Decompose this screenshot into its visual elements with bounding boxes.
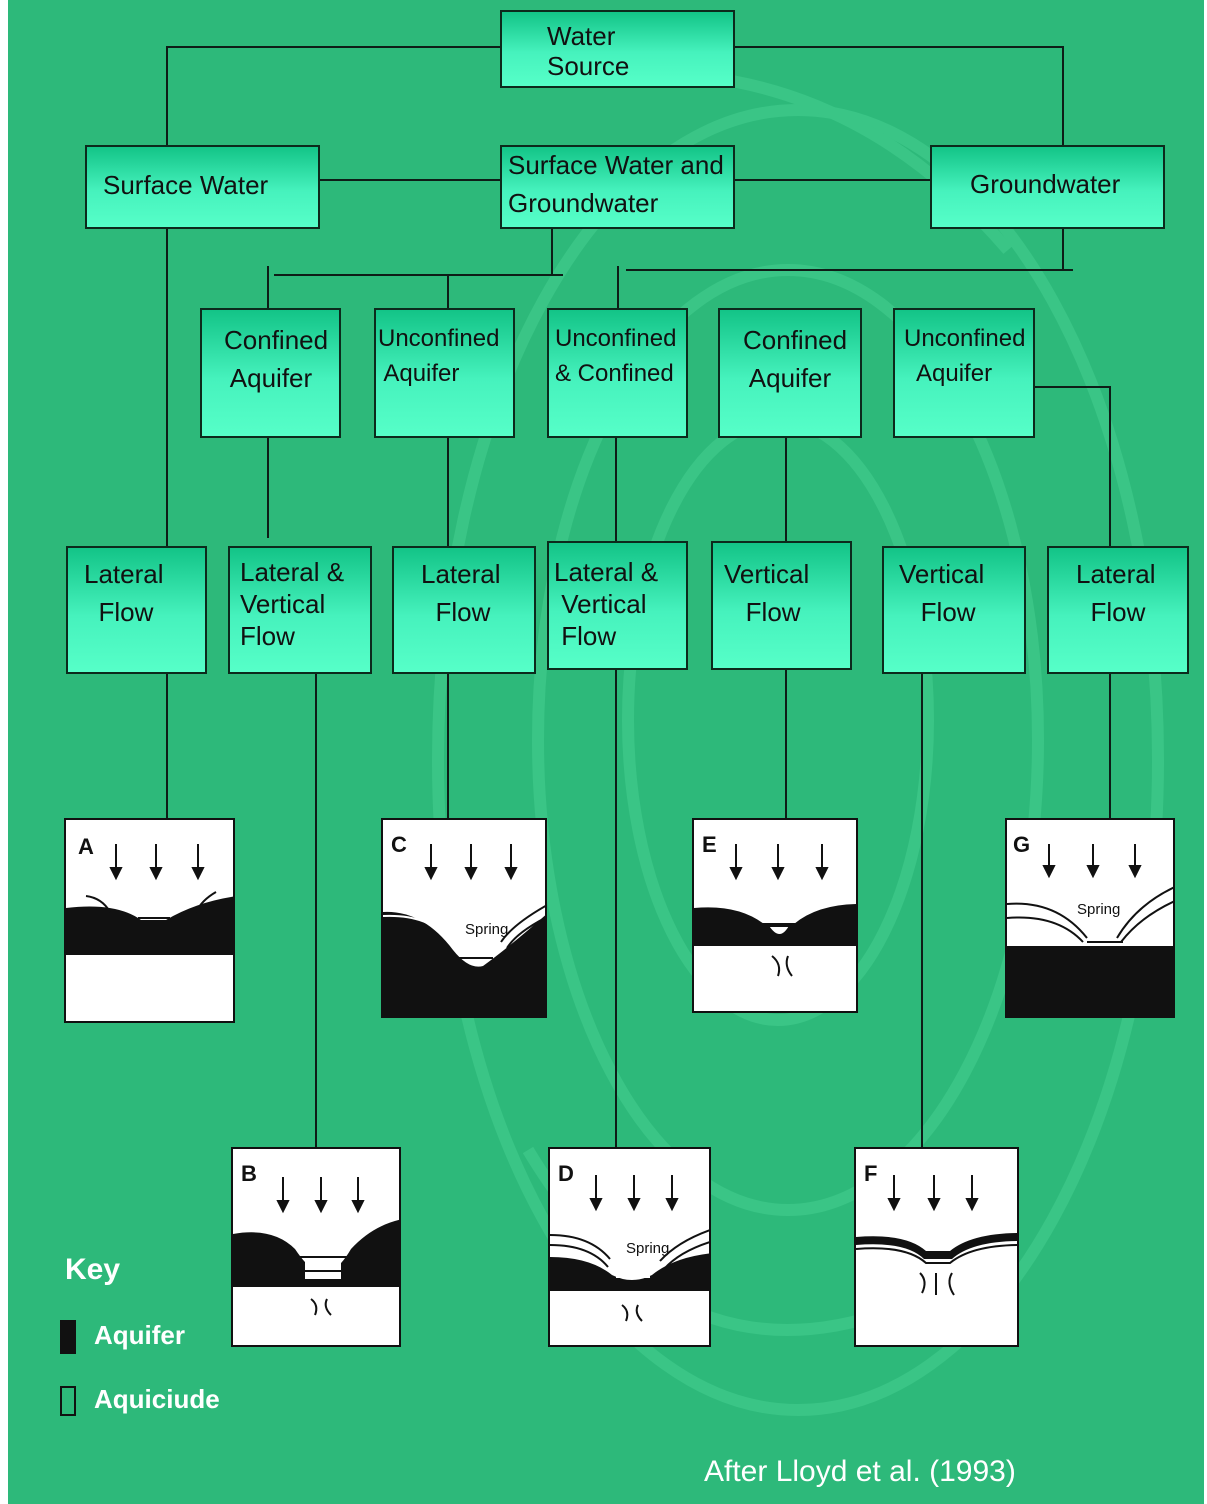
flow-box-b: Lateral & Vertical Flow: [228, 546, 372, 674]
unconfined-aquifer-box-2: Unconfined Aquifer: [893, 308, 1035, 438]
panel-a-letter: A: [78, 834, 94, 859]
panel-f-letter: F: [864, 1161, 877, 1186]
key-aquifer-label: Aquifer: [94, 1320, 185, 1350]
panel-b: B: [231, 1147, 401, 1347]
panel-e: E: [692, 818, 858, 1013]
diagram-canvas: Water Source Surface Water Surface Water…: [8, 0, 1204, 1504]
flow-box-d: Lateral & Vertical Flow: [547, 541, 688, 670]
panel-g-aquifer: [1007, 946, 1173, 1016]
wire-source-ground: [735, 46, 1064, 147]
connector-lines: [166, 46, 1111, 1148]
panel-d: D Spring: [548, 1147, 711, 1347]
panel-g-spring-label: Spring: [1077, 901, 1120, 918]
panel-f-aquifer-layer: [856, 1233, 1017, 1259]
flow-box-g: Lateral Flow: [1047, 546, 1189, 674]
flow-box-e: Vertical Flow: [711, 541, 852, 670]
flow-box-c: Lateral Flow: [392, 546, 536, 674]
wire-unconfined-2-flow-g: [1035, 386, 1111, 548]
panel-c: C Spring: [381, 818, 547, 1018]
panel-a-aquifer: [66, 896, 233, 955]
key-title: Key: [65, 1253, 121, 1286]
key-aquiclude-row: Aquiciude: [60, 1384, 220, 1417]
panel-d-aquifer: [550, 1253, 709, 1291]
panel-d-spring-label: Spring: [626, 1240, 669, 1257]
flow-box-f: Vertical Flow: [882, 546, 1026, 674]
water-source-box: Water Source: [500, 10, 735, 88]
groundwater-box: Groundwater: [930, 145, 1165, 229]
key-aquifer-row: Aquifer: [60, 1320, 185, 1355]
surface-and-groundwater-box: Surface Water and Groundwater: [500, 145, 735, 229]
aquifer-swatch: [60, 1320, 76, 1355]
panel-g: G Spring: [1005, 818, 1175, 1018]
confined-aquifer-box-1: Confined Aquifer: [200, 308, 341, 438]
panel-g-letter: G: [1013, 832, 1030, 857]
panel-c-spring-label: Spring: [465, 921, 508, 938]
panel-c-letter: C: [391, 832, 407, 857]
panel-b-letter: B: [241, 1161, 257, 1186]
aquiclude-swatch: [60, 1386, 76, 1417]
wire-source-surface: [166, 46, 500, 147]
confined-aquifer-box-2: Confined Aquifer: [718, 308, 862, 438]
panel-b-aquifer: [233, 1219, 399, 1287]
panel-a: A: [64, 818, 235, 1023]
unconfined-and-confined-box: Unconfined & Confined: [547, 308, 688, 438]
source-credit: After Lloyd et al. (1993): [704, 1455, 1016, 1488]
panel-f: F: [854, 1147, 1019, 1347]
unconfined-aquifer-box-1: Unconfined Aquifer: [374, 308, 515, 438]
panel-d-letter: D: [558, 1161, 574, 1186]
surface-water-box: Surface Water: [85, 145, 320, 229]
flow-box-a: Lateral Flow: [66, 546, 207, 674]
key-aquiclude-label: Aquiciude: [94, 1384, 220, 1414]
panel-c-aquifer: [383, 911, 545, 1016]
panel-e-letter: E: [702, 832, 717, 857]
